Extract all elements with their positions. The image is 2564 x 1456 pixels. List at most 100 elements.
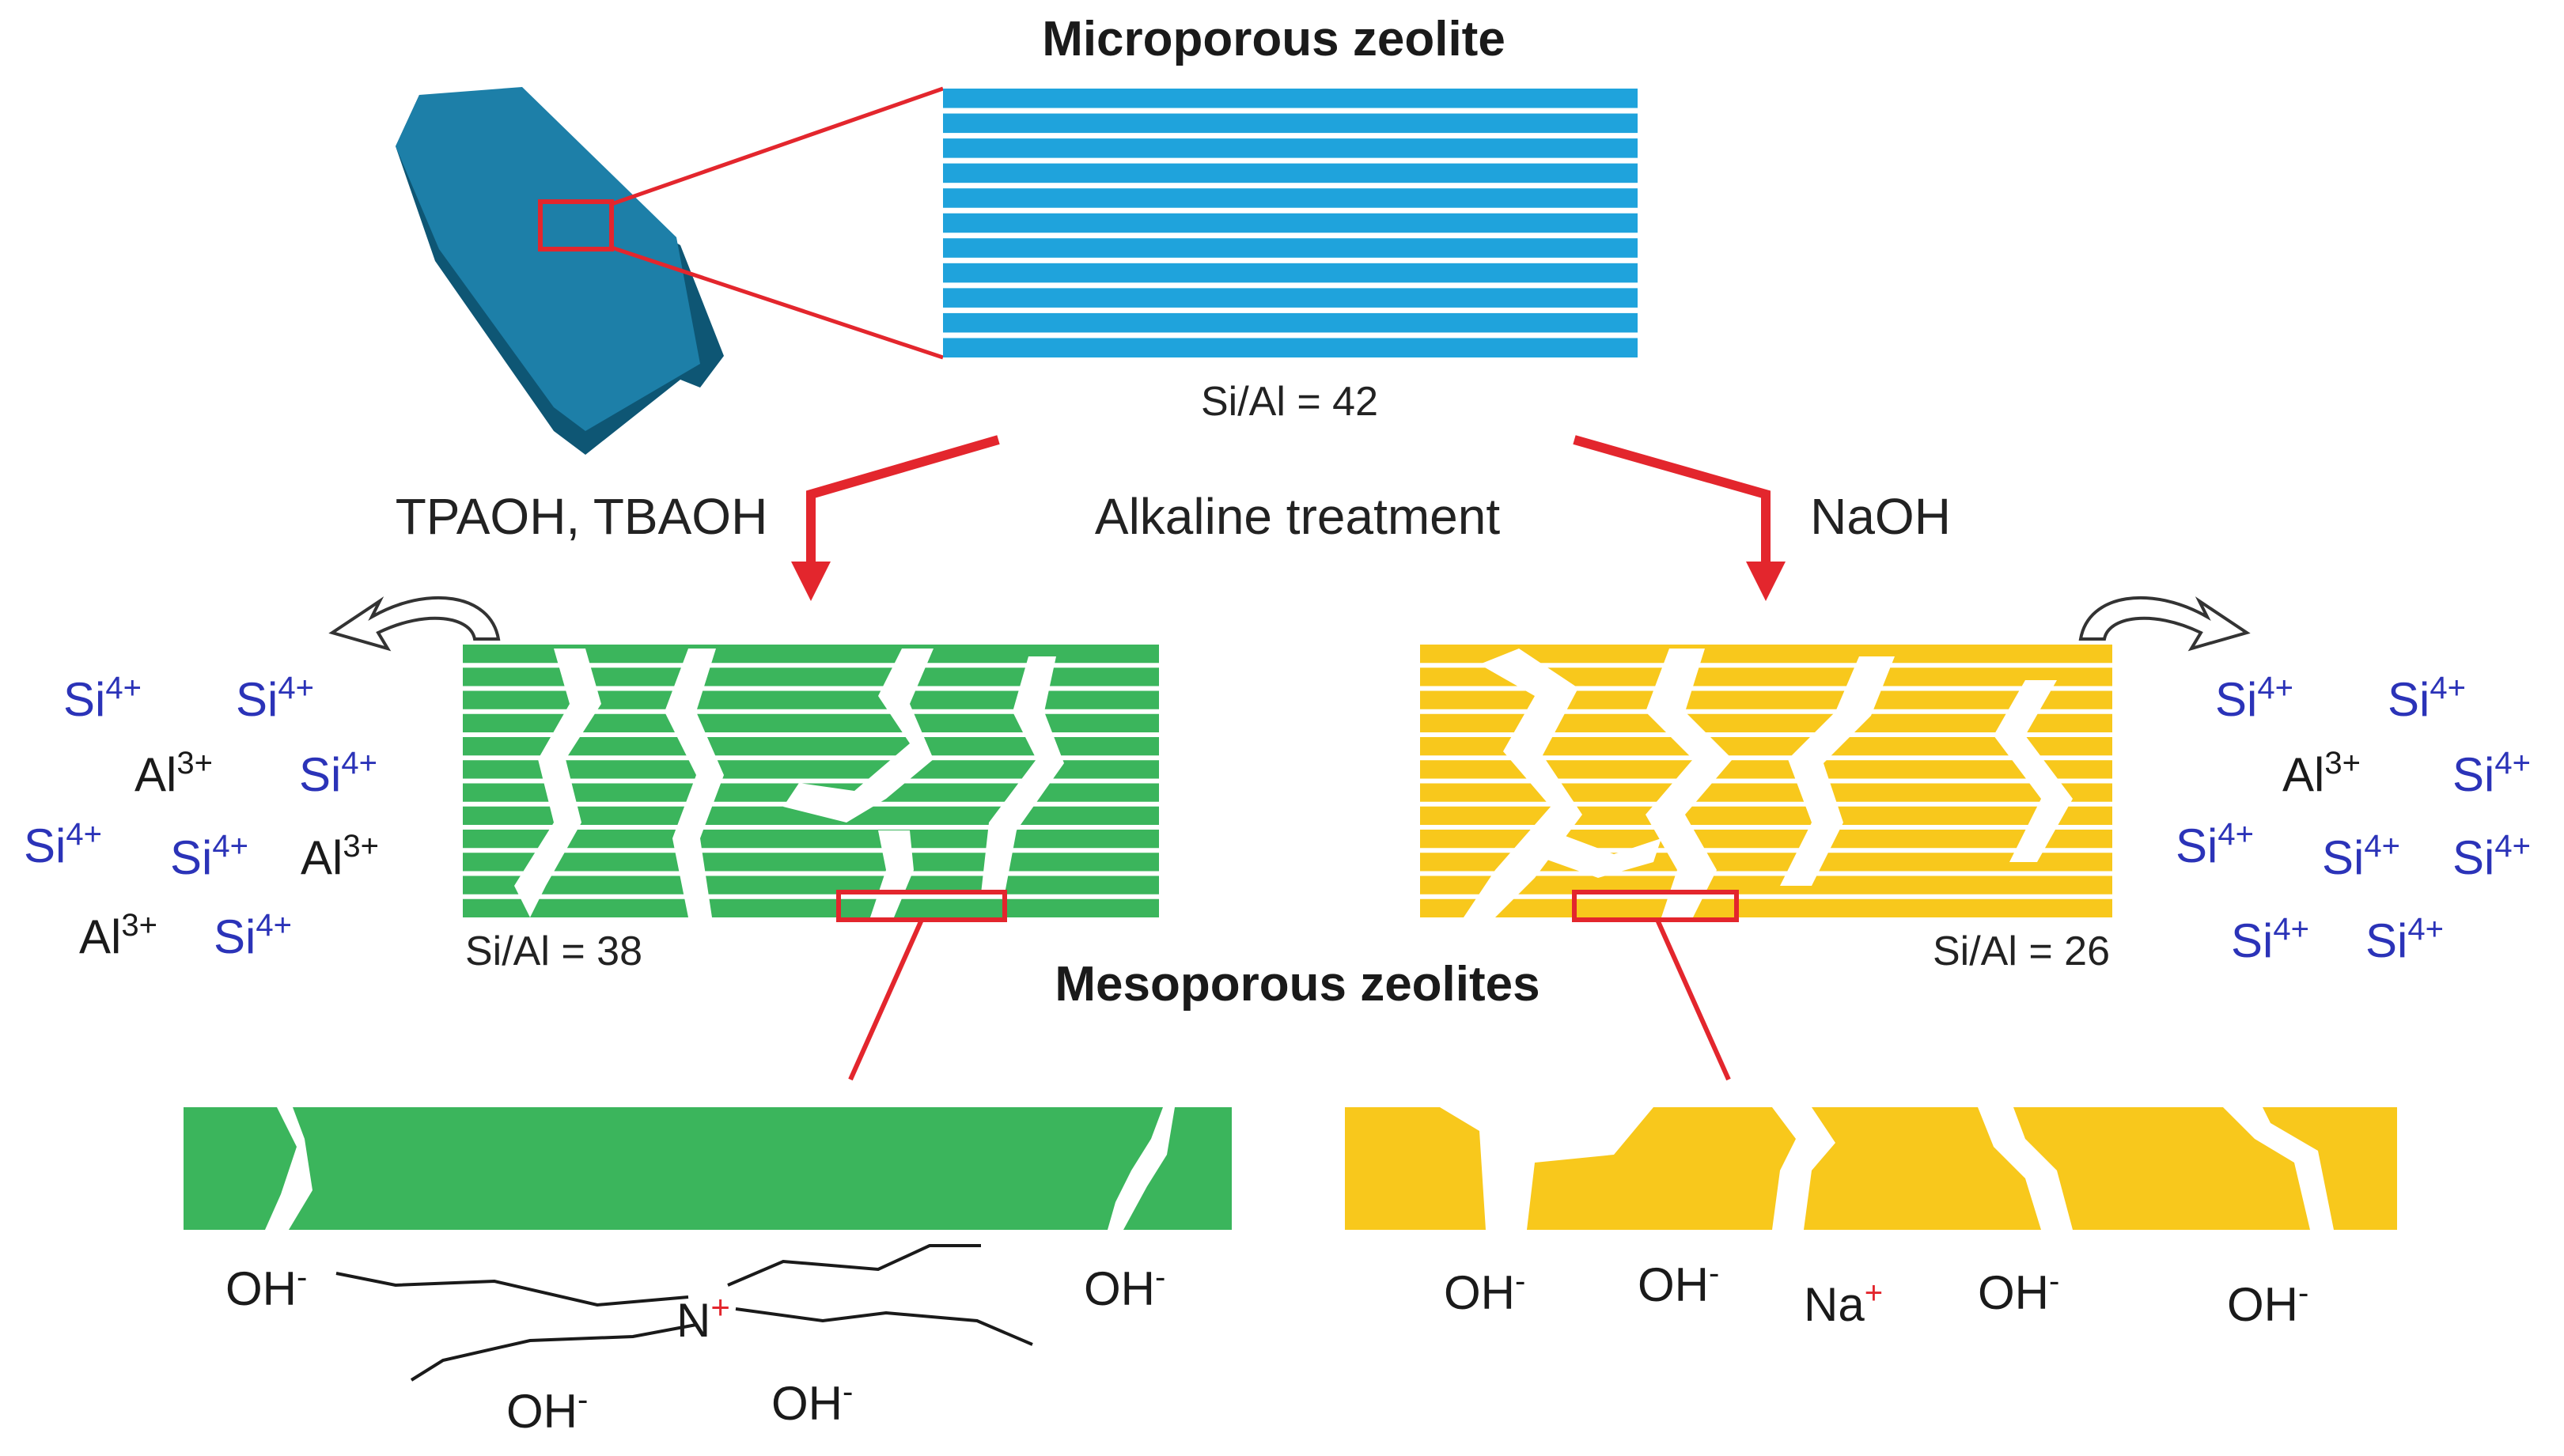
micropore-stripe bbox=[943, 238, 1638, 258]
hydroxide-ion: OH- bbox=[771, 1375, 853, 1430]
mesopore-stripe bbox=[463, 853, 1159, 872]
mesopore-crack bbox=[783, 649, 934, 823]
pore-opening bbox=[2223, 1107, 2334, 1230]
mesopore-stripe bbox=[463, 690, 1159, 709]
arrow-left bbox=[806, 435, 1000, 565]
hydroxide-ion: OH- bbox=[1638, 1256, 1719, 1311]
pore-opening bbox=[1440, 1107, 1653, 1230]
micropore-stripe bbox=[943, 213, 1638, 233]
mesopore-stripe bbox=[1420, 760, 2112, 779]
ion-si: Si4+ bbox=[2452, 829, 2531, 884]
pore-opening bbox=[1108, 1107, 1175, 1230]
mesopore-stripe bbox=[463, 713, 1159, 732]
hydroxide-ion: OH- bbox=[1978, 1264, 2059, 1319]
ion-si: Si4+ bbox=[2452, 746, 2531, 801]
mesopore-stripe bbox=[1420, 806, 2112, 825]
hydroxide-ion: OH- bbox=[1084, 1260, 1165, 1315]
mesopore-stripe bbox=[463, 830, 1159, 849]
ion-si: Si4+ bbox=[2215, 671, 2293, 726]
micropore-stripe bbox=[943, 113, 1638, 134]
ion-si: Si4+ bbox=[2365, 912, 2444, 967]
ratio-microporous: Si/Al = 42 bbox=[1201, 379, 1378, 425]
pore-surface-green bbox=[184, 1107, 1232, 1230]
leach-arrow-left bbox=[328, 596, 501, 652]
hydroxide-ion: OH- bbox=[1444, 1264, 1525, 1319]
mesopore-crack bbox=[1543, 830, 1661, 878]
crystal-highlight-box bbox=[538, 199, 614, 251]
mesoporous-block-yellow bbox=[1420, 645, 2112, 917]
mesopore-stripe bbox=[1420, 690, 2112, 709]
mesopore-stripe bbox=[1420, 830, 2112, 849]
pore-surface-yellow bbox=[1345, 1107, 2397, 1230]
mesopore-crack bbox=[1994, 680, 2073, 862]
hydroxide-ion: OH- bbox=[225, 1260, 307, 1315]
leach-arrow-right bbox=[2078, 596, 2251, 652]
ion-si: Si4+ bbox=[2231, 912, 2309, 967]
meso-highlight-box-yellow bbox=[1572, 890, 1739, 922]
mesopore-stripe bbox=[463, 806, 1159, 825]
ion-si: Si4+ bbox=[2388, 671, 2466, 726]
mesoporous-block-green bbox=[463, 645, 1159, 917]
mesopore-stripe bbox=[463, 875, 1159, 894]
mesopore-stripe bbox=[1420, 713, 2112, 732]
mesopore-stripe bbox=[463, 645, 1159, 664]
tetraalkylammonium-cation bbox=[335, 1244, 1033, 1382]
zeolite-crystal bbox=[396, 87, 724, 455]
label-treatment-right: NaOH bbox=[1810, 488, 1951, 545]
arrow-right-head bbox=[1746, 562, 1786, 601]
title-mesoporous: Mesoporous zeolites bbox=[1055, 957, 1540, 1012]
mesopore-crack bbox=[514, 649, 601, 917]
ion-si: Si4+ bbox=[2322, 829, 2400, 884]
arrow-right bbox=[1573, 435, 1771, 565]
mesopore-stripe bbox=[463, 760, 1159, 779]
mesopore-stripe bbox=[463, 898, 1159, 917]
pore-opening bbox=[1772, 1107, 1835, 1230]
label-treatment-center: Alkaline treatment bbox=[1095, 488, 1500, 545]
mesopore-crack bbox=[870, 830, 914, 917]
micropore-stripe bbox=[943, 138, 1638, 158]
ion-si: Si4+ bbox=[63, 671, 142, 726]
leached-ions-left: Si4+ Si4+ Al3+ Si4+ Si4+ Si4+ Al3+ Al3+ … bbox=[24, 671, 379, 963]
ion-si: Si4+ bbox=[214, 908, 292, 963]
hydroxide-ion: OH- bbox=[506, 1382, 588, 1438]
zoom-line-green bbox=[848, 918, 924, 1081]
sodium-ion: Na+ bbox=[1804, 1276, 1883, 1331]
micropore-stripe bbox=[943, 89, 1638, 108]
ion-si: Si4+ bbox=[299, 746, 377, 801]
micropore-stripe bbox=[943, 188, 1638, 208]
mesopore-crack bbox=[665, 649, 724, 917]
ratio-mesoporous-yellow: Si/Al = 26 bbox=[1933, 928, 2110, 974]
zoom-line-top bbox=[611, 86, 944, 206]
hydroxide-ion: OH- bbox=[2227, 1276, 2308, 1331]
mesopore-stripe bbox=[1420, 875, 2112, 894]
leached-ions-right: Si4+ Si4+ Al3+ Si4+ Si4+ Si4+ Si4+ Si4+ … bbox=[2176, 671, 2531, 967]
mesopore-crack bbox=[1780, 656, 1895, 886]
title-microporous: Microporous zeolite bbox=[1042, 12, 1505, 66]
nitrogen-atom: N+ bbox=[676, 1288, 730, 1348]
ion-si: Si4+ bbox=[236, 671, 314, 726]
mesopore-stripe bbox=[1420, 667, 2112, 686]
zoom-line-bottom bbox=[611, 245, 944, 360]
mesopore-stripe bbox=[463, 737, 1159, 756]
mesopore-stripe bbox=[463, 667, 1159, 686]
mesopore-crack bbox=[1646, 649, 1733, 917]
micropore-stripe bbox=[943, 263, 1638, 283]
ion-al: Al3+ bbox=[134, 746, 213, 801]
micropore-stripe bbox=[943, 312, 1638, 333]
crystal-top-face bbox=[396, 87, 700, 431]
ion-al: Al3+ bbox=[2282, 746, 2361, 801]
mesopore-stripe bbox=[1420, 898, 2112, 917]
ion-al: Al3+ bbox=[301, 829, 379, 884]
arrow-left-head bbox=[791, 562, 831, 601]
mesopore-stripe bbox=[1420, 645, 2112, 664]
label-treatment-left: TPAOH, TBAOH bbox=[396, 488, 768, 545]
pore-opening bbox=[265, 1107, 312, 1230]
micropore-stripe bbox=[943, 338, 1638, 357]
micropore-stripe bbox=[943, 288, 1638, 308]
mesopore-crack bbox=[981, 656, 1064, 894]
micropore-channels bbox=[943, 89, 1638, 357]
ion-si: Si4+ bbox=[2176, 817, 2254, 872]
mesopore-stripe bbox=[1420, 783, 2112, 802]
pore-opening bbox=[1978, 1107, 2073, 1230]
